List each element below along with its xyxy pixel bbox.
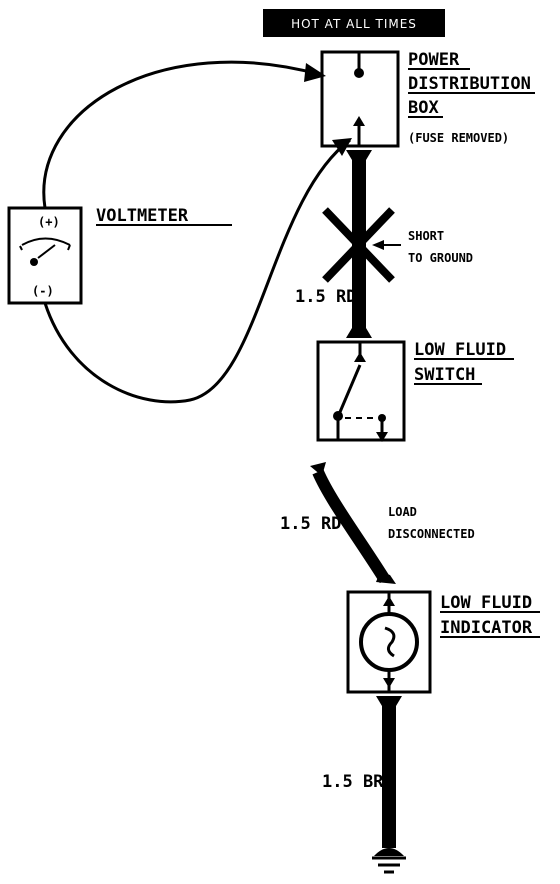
load-label-1: LOAD (388, 505, 417, 519)
indicator-label-2: INDICATOR (440, 618, 533, 638)
header-banner (263, 9, 445, 37)
power-box-note: (FUSE REMOVED) (408, 131, 509, 145)
power-distribution-box[interactable] (320, 50, 400, 148)
header-text: HOT AT ALL TIMES (291, 17, 417, 31)
short-label-2: TO GROUND (408, 251, 473, 265)
low-fluid-indicator[interactable] (346, 590, 432, 694)
load-label-2: DISCONNECTED (388, 527, 475, 541)
wire-upper-label: 1.5 RD (295, 287, 356, 307)
ground-icon (372, 848, 406, 874)
indicator-label-1: LOW FLUID (440, 593, 532, 613)
voltmeter-negative-lead (43, 138, 351, 404)
wire-middle (312, 469, 391, 584)
wire-lower (382, 700, 396, 848)
voltmeter-plus: (+) (38, 215, 60, 229)
short-label-1: SHORT (408, 229, 444, 243)
low-fluid-switch[interactable] (316, 340, 406, 442)
power-box-label-1: POWER (408, 50, 460, 70)
voltmeter-minus: (-) (32, 284, 54, 298)
wire-middle-label: 1.5 RD (280, 514, 341, 534)
switch-label-2: SWITCH (414, 365, 475, 385)
power-box-label-2: DISTRIBUTION (408, 74, 531, 94)
power-box-label-3: BOX (408, 98, 439, 118)
wire-lower-label: 1.5 BR (322, 772, 384, 792)
switch-label-1: LOW FLUID (414, 340, 506, 360)
voltmeter-positive-lead (42, 60, 323, 209)
short-to-ground-mark (322, 207, 395, 283)
voltmeter-label: VOLTMETER (96, 206, 189, 226)
